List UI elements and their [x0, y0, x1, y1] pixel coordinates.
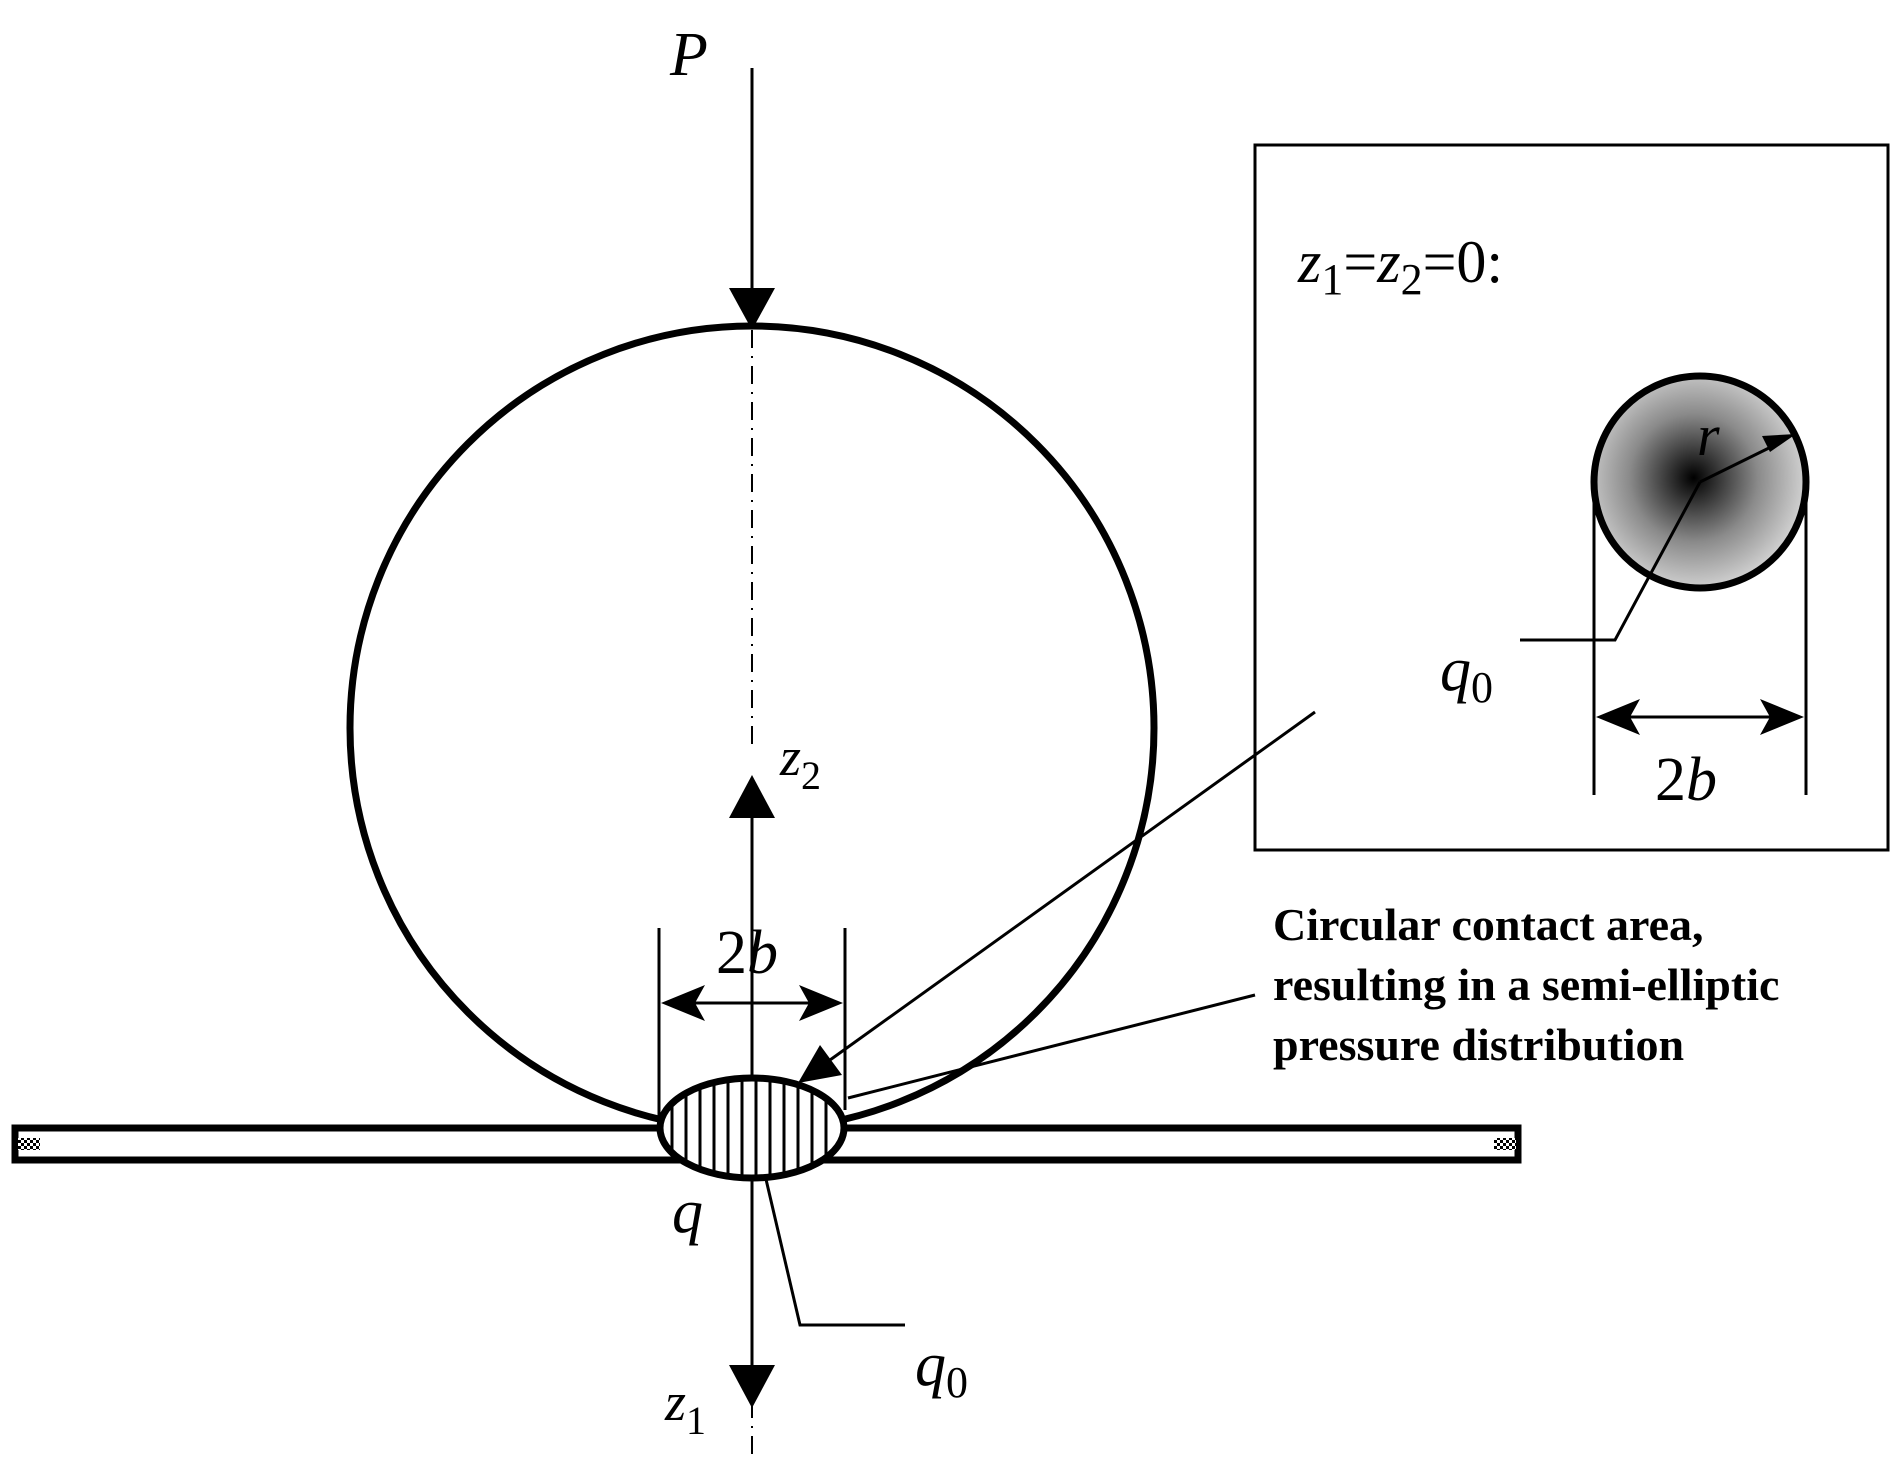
inset-dimension-2b — [1592, 482, 1808, 795]
dimension-2b-contact — [657, 928, 847, 1120]
contact-area-ellipse — [656, 1074, 848, 1182]
callout-line-2: resulting in a semi-elliptic — [1273, 959, 1779, 1010]
inset-equation: z1=z2=0: — [1297, 229, 1503, 304]
inset-label-r: r — [1697, 403, 1720, 468]
inset-radius-arrow — [1699, 434, 1796, 484]
callout-line-1: Circular contact area, — [1273, 899, 1704, 950]
z1-axis-arrow — [729, 1178, 775, 1408]
label-q0: q0 — [915, 1331, 968, 1407]
label-load-p: P — [669, 21, 708, 89]
inset-label-2b: 2b — [1655, 746, 1717, 814]
callout-leader-line — [847, 993, 1256, 1100]
callout-line-3: pressure distribution — [1273, 1019, 1684, 1070]
label-2b-contact: 2b — [716, 919, 778, 987]
label-z2: z2 — [779, 727, 821, 798]
z2-axis-arrow — [729, 775, 775, 1080]
label-z1: z1 — [664, 1372, 706, 1443]
inset-pointer-arrow — [798, 710, 1316, 1083]
load-arrow-p — [729, 68, 775, 330]
label-q: q — [672, 1178, 703, 1246]
inset-q0-leader-line — [1520, 481, 1702, 642]
inset-label-q0: q0 — [1440, 636, 1493, 712]
q0-leader-line — [763, 1174, 905, 1327]
